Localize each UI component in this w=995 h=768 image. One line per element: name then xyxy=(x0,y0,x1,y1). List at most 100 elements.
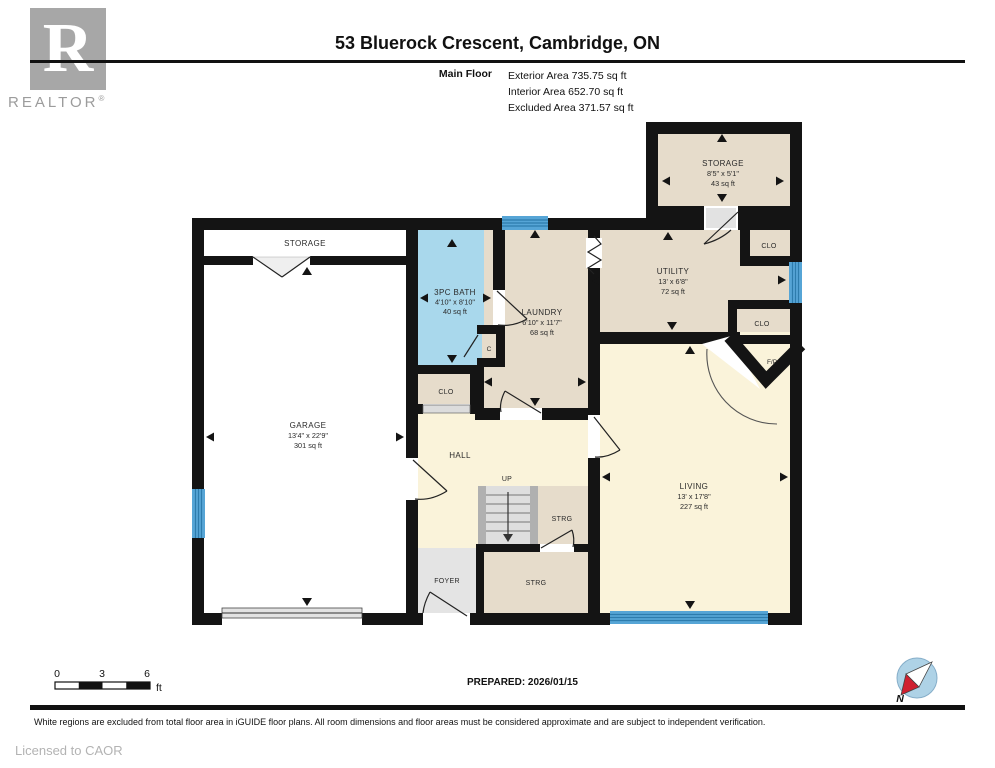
closet-c-label: C xyxy=(487,346,492,353)
prepared-date: PREPARED: 2026/01/15 xyxy=(467,677,578,688)
utility-area: 72 sq ft xyxy=(661,287,685,296)
door-closet-c xyxy=(463,334,479,358)
arrow-right xyxy=(396,432,404,442)
staircase xyxy=(478,486,538,544)
footer-rule xyxy=(30,705,965,710)
window-utility-right xyxy=(789,262,802,303)
interior-area: Interior Area 652.70 sq ft xyxy=(508,86,623,98)
header-rule xyxy=(30,60,965,63)
arrow-up xyxy=(717,134,727,142)
arrow-down xyxy=(667,322,677,330)
door-hall-garage xyxy=(406,458,448,500)
room-living xyxy=(600,344,790,613)
laundry-area: 68 sq ft xyxy=(530,328,554,337)
bath-dims: 4'10" x 8'10" xyxy=(435,298,475,307)
arrow-up xyxy=(302,267,312,275)
fireplace-wall xyxy=(724,333,806,389)
door-bath-laundry xyxy=(493,290,528,326)
room-strg-mid xyxy=(538,486,588,548)
door-foyer-entry xyxy=(422,591,470,625)
storage-upper-label: STORAGE xyxy=(702,159,744,168)
room-bath xyxy=(418,230,493,365)
arrow-right xyxy=(778,275,786,285)
registered-mark: ® xyxy=(98,94,105,103)
stair-direction-arrow xyxy=(503,534,513,542)
room-utility-ext xyxy=(740,266,790,300)
stairs-up-label: UP xyxy=(502,476,512,483)
clo-right-label: CLO xyxy=(754,321,770,328)
arrow-left xyxy=(420,293,428,303)
bath-area: 40 sq ft xyxy=(443,307,467,316)
arrow-left xyxy=(592,276,600,286)
window-living-bottom xyxy=(610,611,768,624)
disclaimer-text: White regions are excluded from total fl… xyxy=(34,717,766,727)
arrow-left xyxy=(484,377,492,387)
door-storage-utility xyxy=(703,206,739,245)
door-hall-living xyxy=(588,415,621,458)
room-foyer xyxy=(418,548,476,613)
storage-upper-area: 43 sq ft xyxy=(711,179,735,188)
utility-label: UTILITY xyxy=(657,267,690,276)
living-label: LIVING xyxy=(680,482,709,491)
window-garage-left xyxy=(192,489,205,538)
room-clo-top xyxy=(750,228,790,256)
clo-top-label: CLO xyxy=(761,243,777,250)
door-strg-living xyxy=(540,529,575,552)
license-text: Licensed to CAOR xyxy=(15,743,123,758)
realtor-logo: R xyxy=(30,8,106,90)
garage-storage-label: STORAGE xyxy=(284,239,326,248)
strg-lower-label: STRG xyxy=(526,580,547,587)
arrow-right xyxy=(578,377,586,387)
laundry-label: LAUNDRY xyxy=(522,308,563,317)
scale-tick-0: 0 xyxy=(54,668,60,680)
room-clo-hall xyxy=(418,374,470,404)
window-laundry xyxy=(502,216,548,230)
arrow-up xyxy=(530,230,540,238)
room-utility xyxy=(600,230,740,332)
storage-upper-dims: 8'5" x 5'1" xyxy=(707,169,739,178)
compass-needle-red xyxy=(900,673,920,696)
scale-unit: ft xyxy=(156,682,162,694)
bath-label: 3PC BATH xyxy=(434,288,476,297)
compass-north-label: N xyxy=(896,693,904,705)
arrow-down xyxy=(447,355,457,363)
foyer-label: FOYER xyxy=(434,578,460,585)
arrow-up xyxy=(447,239,457,247)
arrow-down xyxy=(530,398,540,406)
arrow-up xyxy=(663,232,673,240)
arrow-right xyxy=(483,293,491,303)
utility-dims: 13' x 6'8" xyxy=(658,277,688,286)
garage-door xyxy=(221,607,363,619)
garage-dims: 13'4" x 22'9" xyxy=(288,431,328,440)
strg-mid-label: STRG xyxy=(552,516,573,523)
wall-break-symbol xyxy=(586,235,603,275)
fireplace xyxy=(702,333,806,425)
hall-label: HALL xyxy=(449,451,471,460)
room-clo-right xyxy=(737,309,790,335)
arrow-down xyxy=(685,601,695,609)
garage-label: GARAGE xyxy=(290,421,327,430)
page-title: 53 Bluerock Crescent, Cambridge, ON xyxy=(334,33,661,53)
excluded-area: Excluded Area 371.57 sq ft xyxy=(508,102,634,114)
scale-bar: 0 3 6 ft xyxy=(54,668,162,694)
stair-rail-left xyxy=(478,486,486,544)
exterior-area: Exterior Area 735.75 sq ft xyxy=(508,70,627,82)
room-closet-c xyxy=(482,334,496,358)
laundry-dims: 6'10" x 11'7" xyxy=(522,318,562,327)
door-clo-hall-slab xyxy=(422,404,471,414)
arrow-down xyxy=(302,598,312,606)
living-dims: 13' x 17'8" xyxy=(677,492,711,501)
arrow-right xyxy=(780,472,788,482)
garage-area: 301 sq ft xyxy=(294,441,322,450)
compass: N xyxy=(896,657,938,705)
fireplace-label: F/P xyxy=(767,359,777,366)
doors xyxy=(252,206,739,625)
arrow-left xyxy=(662,176,670,186)
arrow-down xyxy=(717,194,727,202)
arrow-left xyxy=(602,472,610,482)
living-area: 227 sq ft xyxy=(680,502,708,511)
scale-tick-3: 3 xyxy=(99,668,105,680)
room-labels: STORAGE 8'5" x 5'1" 43 sq ft STORAGE GAR… xyxy=(284,159,777,587)
